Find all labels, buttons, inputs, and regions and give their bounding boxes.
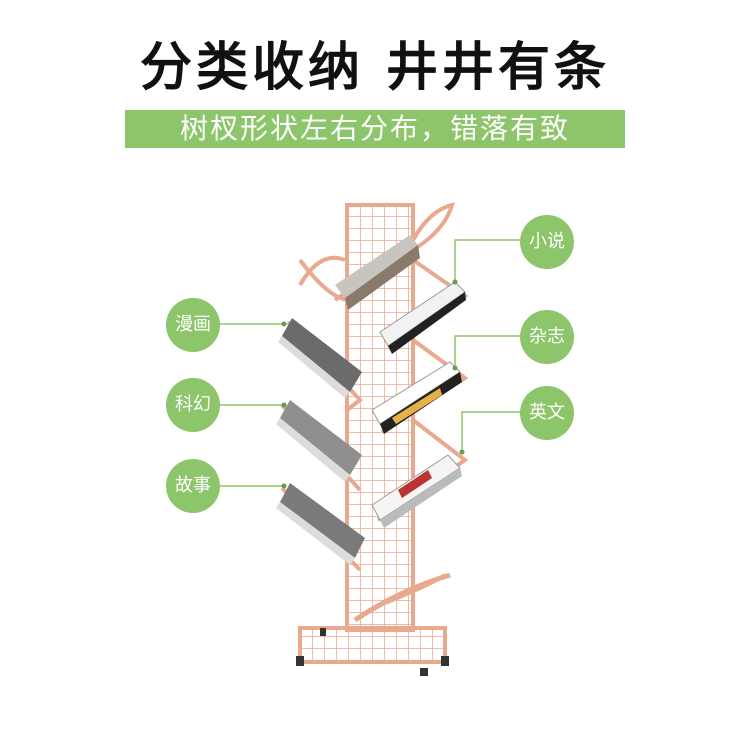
book-comic [278, 318, 362, 398]
rack-foot [420, 668, 428, 676]
label-scifi: 科幻 [166, 378, 220, 432]
book-scifi [276, 400, 362, 482]
rack-foot [320, 628, 326, 636]
rack-foot [441, 656, 449, 666]
label-novel: 小说 [520, 215, 574, 269]
subtitle-banner: 树杈形状左右分布，错落有致 [125, 110, 625, 148]
label-story: 故事 [166, 459, 220, 513]
page-title: 分类收纳 井井有条 [139, 38, 611, 98]
book-english [371, 361, 462, 434]
label-magazine: 杂志 [520, 310, 574, 364]
label-english: 英文 [520, 386, 574, 440]
book-novel [335, 235, 420, 310]
book-story [276, 483, 365, 565]
book-english-2 [371, 454, 462, 528]
book-magazine [379, 281, 466, 354]
label-comic: 漫画 [166, 298, 220, 352]
rack-foot [296, 656, 304, 666]
